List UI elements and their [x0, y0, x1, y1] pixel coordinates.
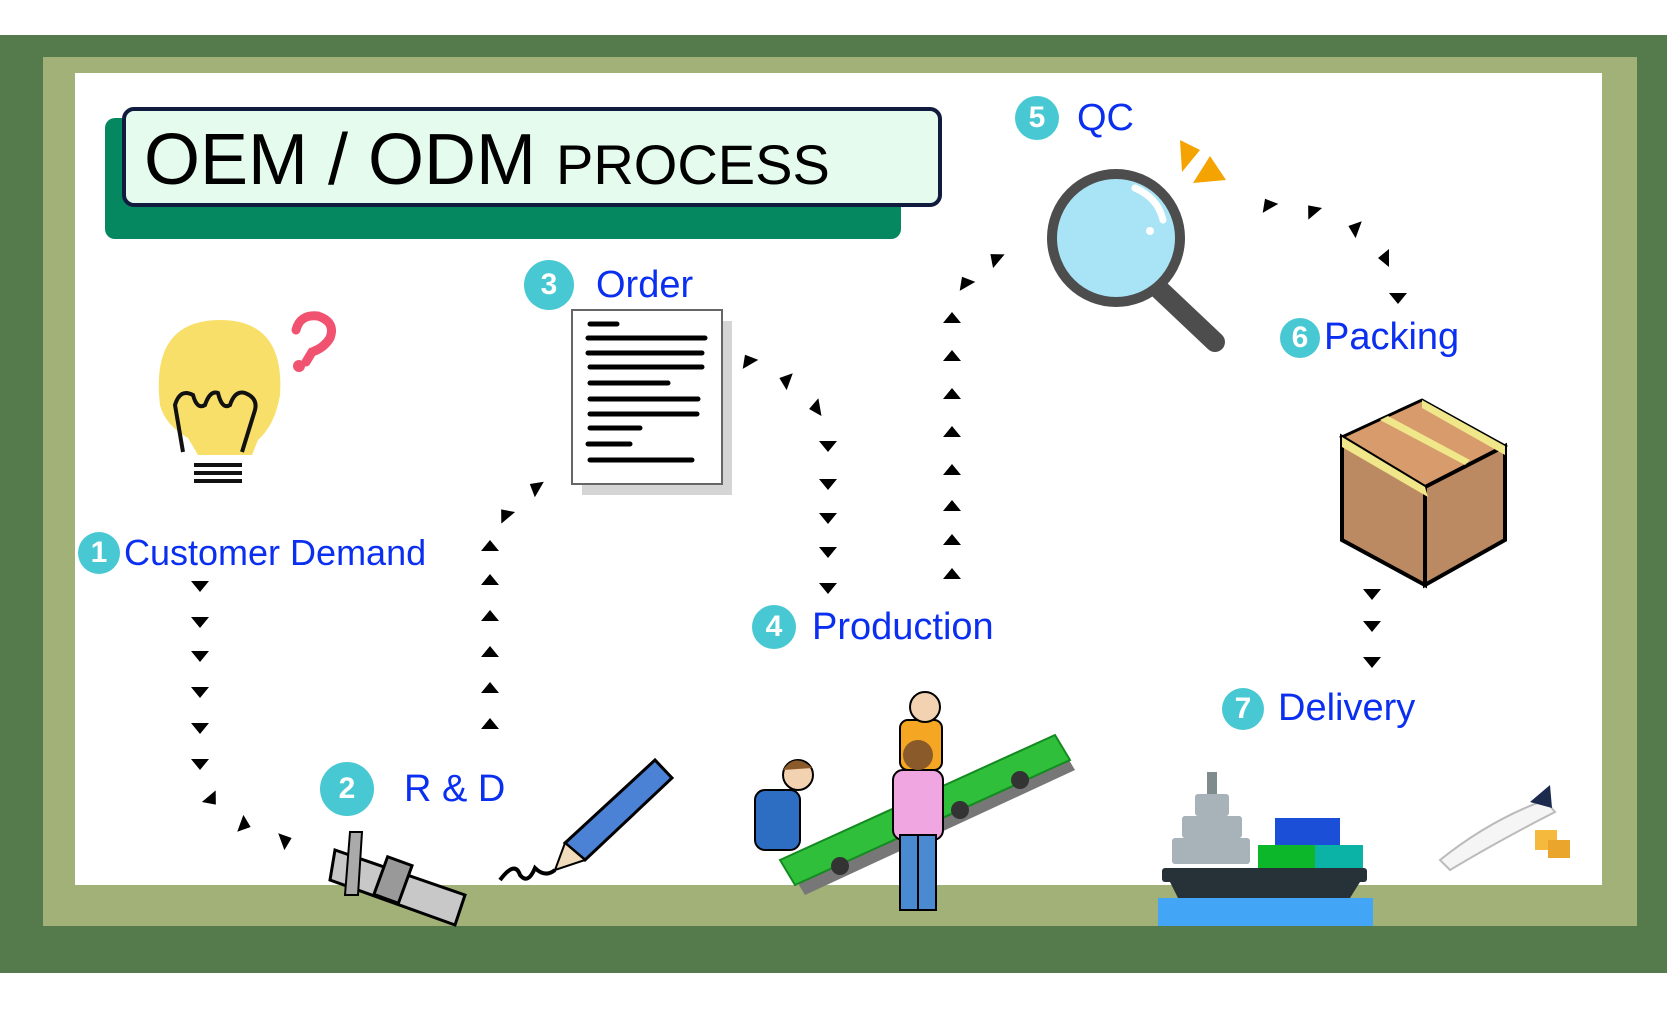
flow-arrow-marker	[943, 388, 961, 399]
flow-arrow-marker	[959, 276, 976, 291]
step-badge: 6	[1280, 317, 1320, 358]
flow-arrow-marker	[481, 610, 499, 621]
flow-arrow-marker	[191, 723, 209, 734]
flow-arrow-marker	[1308, 205, 1323, 220]
flow-arrow-marker	[191, 581, 209, 592]
flow-arrow-marker	[819, 547, 837, 558]
flow-arrow-marker	[278, 833, 292, 851]
step-qc: 5 QC	[1015, 96, 1134, 140]
step-badge: 1	[78, 532, 120, 574]
flow-arrow-marker	[529, 481, 544, 498]
flow-arrow-marker	[1363, 589, 1381, 600]
step-delivery: 7 Delivery	[1222, 687, 1415, 730]
step-badge: 2	[320, 762, 374, 816]
flow-arrow-marker	[742, 354, 759, 369]
flow-arrow-marker	[1348, 221, 1362, 239]
step-rnd: 2 R & D	[320, 762, 505, 816]
flow-arrow-marker	[943, 568, 961, 579]
flow-arrow-marker	[943, 464, 961, 475]
flow-arrow-marker	[237, 814, 251, 832]
title-main: OEM / ODM	[144, 120, 536, 200]
conveyor-workers-icon	[754, 691, 1075, 911]
title-sub: PROCESS	[556, 133, 830, 196]
ship-plane-icon	[1158, 772, 1570, 926]
title-box: OEM / ODM PROCESS	[122, 107, 942, 207]
flow-arrow-marker	[201, 790, 216, 805]
flow-arrow-marker	[481, 682, 499, 693]
step-label: Order	[596, 263, 694, 306]
flow-arrow-marker	[1389, 293, 1407, 304]
flow-arrow-marker	[1378, 249, 1389, 267]
flow-arrow-marker	[191, 617, 209, 628]
flow-arrow-marker	[779, 373, 793, 391]
flow-arrow-marker	[943, 350, 961, 361]
flow-arrow-marker	[191, 687, 209, 698]
step-badge: 5	[1015, 96, 1059, 140]
cardboard-box-icon	[1338, 398, 1509, 589]
flow-arrows	[191, 198, 1407, 851]
flow-arrow-marker	[481, 718, 499, 729]
step-label: R & D	[404, 767, 506, 810]
lightbulb-question-icon	[158, 311, 336, 483]
step-badge: 4	[752, 605, 796, 649]
flow-arrow-marker	[481, 540, 499, 551]
flow-arrow-marker	[943, 534, 961, 545]
step-production: 4 Production	[752, 605, 994, 649]
flow-arrow-marker	[943, 500, 961, 511]
step-label: Customer Demand	[124, 532, 427, 573]
flow-arrow-marker	[990, 254, 1005, 269]
flow-arrow-marker	[481, 574, 499, 585]
document-icon	[571, 309, 732, 495]
flow-arrow-marker	[819, 513, 837, 524]
step-badge: 3	[524, 260, 574, 310]
step-label: Delivery	[1278, 687, 1416, 729]
step-label: Packing	[1324, 316, 1460, 358]
page-title: OEM / ODM PROCESS	[144, 119, 830, 201]
caliper-pencil-icon	[328, 757, 675, 927]
flow-arrow-marker	[819, 583, 837, 594]
step-customer-demand: 1 Customer Demand	[78, 532, 426, 574]
step-packing: 6 Packing	[1280, 316, 1459, 359]
flow-arrow-marker	[819, 479, 837, 490]
flow-arrow-marker	[501, 509, 516, 524]
step-badge: 7	[1222, 687, 1264, 730]
flow-arrow-marker	[819, 441, 837, 452]
flow-arrow-marker	[1363, 657, 1381, 668]
flow-arrow-marker	[191, 759, 209, 770]
flow-arrow-marker	[191, 651, 209, 662]
magnifier-icon	[1047, 140, 1226, 352]
flow-arrow-marker	[809, 398, 822, 416]
flow-arrow-marker	[1363, 621, 1381, 632]
step-label: QC	[1077, 96, 1134, 139]
step-order: 3 Order	[524, 260, 693, 310]
flow-arrow-marker	[943, 312, 961, 323]
step-label: Production	[812, 605, 994, 648]
flow-arrow-marker	[481, 646, 499, 657]
flow-arrow-marker	[1262, 198, 1279, 213]
flow-arrow-marker	[943, 426, 961, 437]
